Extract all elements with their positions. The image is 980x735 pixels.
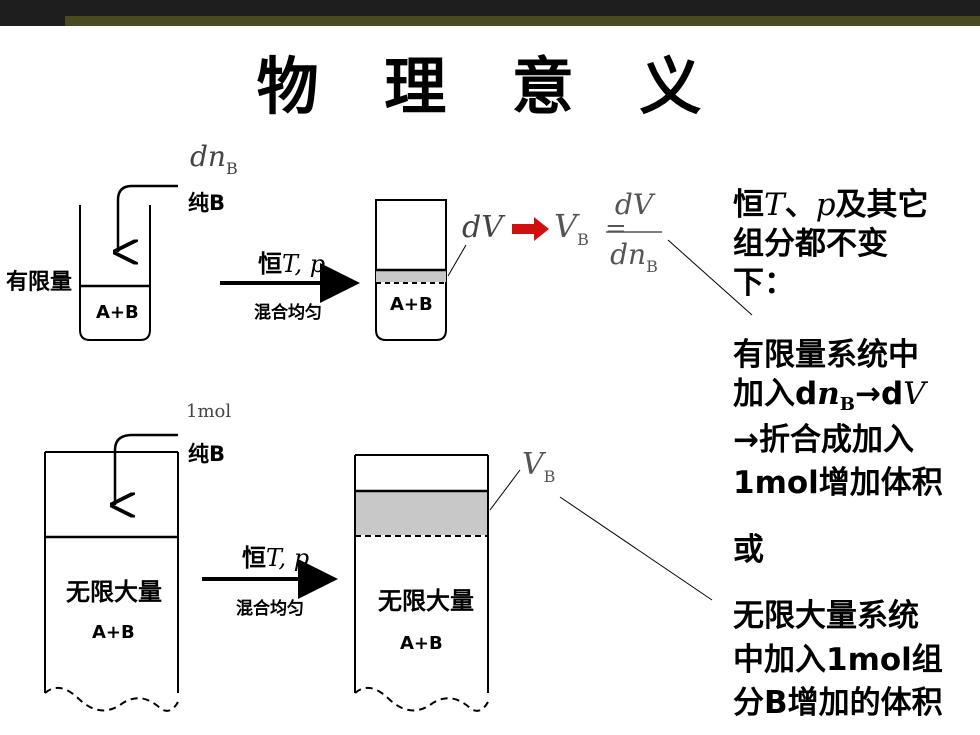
note-line-10: 中加入1mol组 [733, 642, 943, 678]
bottom-pour-arrow [115, 433, 178, 505]
top-right-content: A+B [390, 294, 433, 315]
note-5d: →d [854, 376, 904, 412]
bottom-pure-label: 纯B [188, 442, 226, 466]
notes-leader-top [667, 239, 753, 316]
note-line-6: →折合成加入 [733, 422, 914, 458]
top-left-content: A+B [96, 302, 139, 323]
formula-den-text: dn [610, 238, 647, 271]
page-title: 物 理 意 义 [256, 50, 724, 123]
bottom-mix-label: 混合均匀 [236, 599, 304, 619]
note-5b: n [817, 376, 840, 412]
top-side-label: 有限量 [6, 270, 73, 295]
note-1a: 恒 [733, 187, 764, 223]
top-mix-label: 混合均匀 [254, 303, 322, 323]
bottom-left-label: 无限大量 [66, 578, 162, 606]
diagram-panel [0, 125, 700, 730]
top-add-amount-text: dn [190, 140, 226, 173]
top-bar-accent [65, 16, 980, 26]
note-1e: 及其它 [835, 187, 929, 223]
top-condition: 恒T, p [258, 244, 325, 279]
formula-den-sub: B [646, 257, 658, 276]
bottom-right-beaker [354, 454, 489, 712]
note-line-5: 加入dnB→dV [733, 375, 926, 424]
note-line-1: 恒T、p及其它 [733, 186, 929, 224]
bottom-right-label: 无限大量 [378, 587, 474, 615]
note-1b: T [764, 187, 785, 223]
bottom-left-content: A+B [92, 622, 135, 643]
note-line-3: 下： [733, 265, 795, 301]
notes-leader-bottom [559, 496, 713, 601]
note-line-8: 或 [733, 532, 764, 568]
note-5e: V [903, 376, 926, 412]
top-right-beaker [375, 199, 447, 341]
top-condition-prefix: 恒 [258, 250, 282, 278]
bottom-left-beaker [44, 451, 179, 712]
note-5c: B [839, 394, 855, 415]
note-line-4: 有限量系统中 [733, 337, 919, 373]
bottom-add-amount: 1mol [186, 401, 232, 422]
formula-lhs-v: V [554, 207, 578, 245]
formula-lhs: VB = [554, 207, 627, 249]
note-5a: 加入d [733, 376, 818, 412]
red-arrow [512, 217, 549, 241]
note-line-2: 组分都不变 [733, 226, 888, 262]
note-1d: p [815, 187, 836, 223]
formula-denominator: dnB [606, 238, 662, 276]
top-add-amount: dnB [190, 140, 238, 178]
vb-leader-line [489, 469, 521, 511]
bottom-right-content: A+B [400, 633, 443, 654]
bottom-volume-sub: B [543, 467, 556, 486]
top-volume-change: dV [462, 210, 503, 245]
bottom-volume-label: VB [522, 447, 555, 486]
top-pour-arrow [118, 184, 178, 252]
note-line-11: 分B增加的体积 [733, 685, 943, 721]
bottom-condition-vars: T, p [266, 544, 310, 572]
bottom-condition-prefix: 恒 [242, 544, 266, 572]
formula-equals: = [605, 214, 627, 244]
top-add-amount-sub: B [225, 159, 238, 178]
note-1c: 、 [784, 187, 816, 223]
note-line-9: 无限大量系统 [733, 598, 919, 634]
top-left-beaker [79, 205, 151, 341]
note-line-7: 1mol增加体积 [733, 465, 943, 501]
top-pure-label: 纯B [188, 191, 226, 215]
bottom-volume-v: V [522, 447, 544, 482]
dv-leader-line [447, 244, 467, 277]
bottom-condition: 恒T, p [242, 538, 309, 573]
top-condition-vars: T, p [282, 250, 326, 278]
formula-lhs-sub: B [577, 230, 589, 249]
formula-numerator: dV [614, 188, 654, 221]
